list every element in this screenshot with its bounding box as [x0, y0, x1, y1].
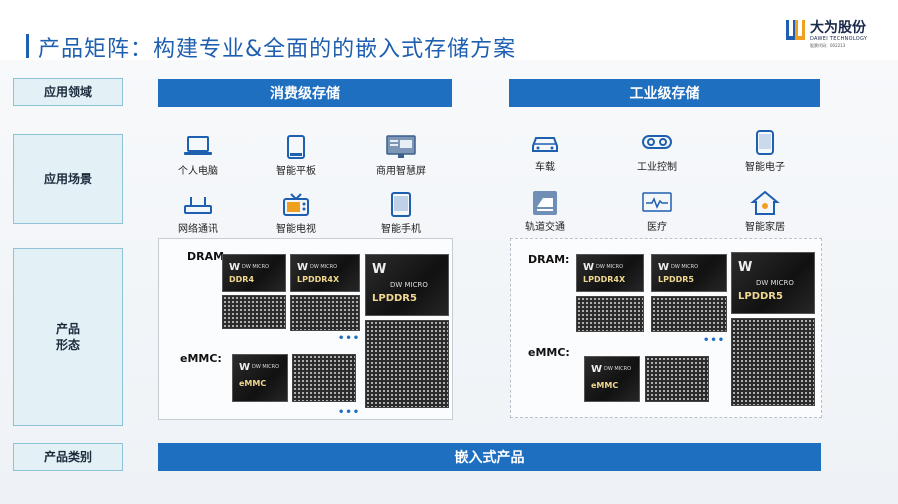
chip-logo: W: [297, 262, 309, 273]
industrial-control-icon: [642, 135, 672, 149]
chip-name: DDR4: [229, 275, 255, 284]
scene-label: 智能电视: [276, 224, 316, 235]
chip-lpddr5-bga-bottom: [365, 320, 449, 408]
chip-logo: W: [239, 362, 251, 373]
scene-personal-pc: 个人电脑: [153, 134, 243, 180]
scene-label: 网络通讯: [178, 224, 218, 235]
chip-brand: DW MICRO: [242, 264, 270, 270]
scene-label: 个人电脑: [178, 166, 218, 177]
smart-device-icon: [756, 130, 774, 155]
chip-lpddr5-large: W DW MICRO LPDDR5: [731, 252, 815, 314]
medical-icon: [642, 192, 672, 212]
scene-medical: 医疗: [612, 190, 702, 236]
chip-lpddr5-large-bga-bottom: [731, 318, 815, 406]
chip-logo: W: [229, 262, 241, 273]
chip-brand: DW MICRO: [390, 281, 428, 289]
title-accent-bar: [26, 34, 29, 58]
more-dram-dots: •••: [338, 333, 361, 344]
chip-emmc: W DW MICRO eMMC: [584, 356, 640, 402]
consumer-emmc-label: eMMC:: [180, 352, 222, 365]
chip-name: LPDDR4X: [297, 275, 340, 284]
chip-lpddr4x: W DW MICRO LPDDR4X: [290, 254, 360, 292]
scene-network-comm: 网络通讯: [153, 192, 243, 238]
scene-label: 智能平板: [276, 166, 316, 177]
chip-brand: DW MICRO: [252, 364, 280, 370]
chip-lpddr5: W DW MICRO LPDDR5: [651, 254, 727, 292]
chip-emmc-bga-bottom: [292, 354, 356, 402]
industrial-dram-label: DRAM:: [528, 253, 570, 266]
tv-icon: [283, 193, 309, 216]
chip-logo: W: [591, 364, 603, 375]
scene-vehicle: 车载: [500, 130, 590, 176]
chip-name: LPDDR5: [658, 275, 694, 284]
train-icon: [533, 191, 557, 215]
dawei-logo-icon: [786, 20, 805, 40]
router-icon: [184, 197, 212, 214]
logo-code: 股票代码：002213: [810, 43, 846, 48]
scene-smart-tv: 智能电视: [251, 192, 341, 238]
chip-emmc-bga-bottom: [645, 356, 709, 402]
scene-label: 工业控制: [637, 162, 677, 173]
row-label-form-line2: 形态: [55, 338, 80, 352]
chip-brand: DW MICRO: [604, 366, 632, 372]
tablet-icon: [287, 135, 305, 159]
chip-brand: DW MICRO: [310, 264, 338, 270]
scene-smart-home: 智能家居: [720, 190, 810, 236]
row-label-form: 产品 形态: [13, 248, 123, 426]
scene-label: 轨道交通: [525, 222, 565, 233]
company-logo: 大为股份 DAWEI TECHNOLOGY 股票代码：002213: [784, 14, 884, 52]
scene-label: 智能家居: [745, 222, 785, 233]
scene-smart-electronics: 智能电子: [720, 130, 810, 176]
chip-ddr4-bga-bottom: [222, 295, 286, 329]
chip-lpddr4x: W DW MICRO LPDDR4X: [576, 254, 644, 292]
more-emmc-dots: •••: [338, 407, 361, 418]
chip-logo: W: [738, 260, 753, 275]
chip-ddr4: W DW MICRO DDR4: [222, 254, 286, 292]
chip-name: LPDDR4X: [583, 275, 626, 284]
page-title: 产品矩阵：构建专业&全面的的嵌入式存储方案: [38, 37, 517, 62]
scene-label: 智能手机: [381, 224, 421, 235]
logo-name: 大为股份: [810, 20, 866, 36]
logo-subtitle: DAWEI TECHNOLOGY: [810, 36, 868, 42]
smart-home-icon: [750, 190, 780, 215]
car-icon: [532, 137, 558, 152]
chip-logo: W: [583, 262, 595, 273]
chip-logo: W: [372, 262, 387, 277]
scene-label: 商用智慧屏: [376, 166, 426, 177]
chip-lpddr5: W DW MICRO LPDDR5: [365, 254, 449, 316]
chip-emmc: W DW MICRO eMMC: [232, 354, 288, 402]
scene-label: 车载: [535, 162, 555, 173]
industrial-emmc-label: eMMC:: [528, 346, 570, 359]
scene-label: 智能电子: [745, 162, 785, 173]
consumer-dram-label: DRAM:: [187, 250, 229, 263]
scene-label: 医疗: [647, 222, 667, 233]
chip-name: eMMC: [239, 379, 267, 388]
chip-lpddr4x-bga-bottom: [576, 296, 644, 332]
scene-industrial-control: 工业控制: [612, 130, 702, 176]
row-label-domain: 应用领域: [13, 78, 123, 106]
chip-logo: W: [658, 262, 670, 273]
laptop-icon: [184, 136, 212, 155]
row-label-category: 产品类别: [13, 443, 123, 471]
row-label-form-line1: 产品: [55, 322, 80, 336]
chip-brand: DW MICRO: [756, 279, 794, 287]
chip-brand: DW MICRO: [671, 264, 699, 270]
chip-name: LPDDR5: [738, 291, 783, 302]
chip-brand: DW MICRO: [596, 264, 624, 270]
more-dram-dots: •••: [703, 335, 726, 346]
scene-rail-transit: 轨道交通: [500, 190, 590, 236]
phone-icon: [391, 192, 411, 217]
row-label-scene: 应用场景: [13, 134, 123, 224]
chip-name: eMMC: [591, 381, 619, 390]
scene-smart-phone: 智能手机: [356, 192, 446, 238]
scene-smart-tablet: 智能平板: [251, 134, 341, 180]
industrial-storage-banner: 工业级存储: [509, 79, 820, 107]
chip-lpddr5-bga-bottom: [651, 296, 727, 332]
chip-lpddr4x-bga-bottom: [290, 295, 360, 331]
embedded-product-banner: 嵌入式产品: [158, 443, 821, 471]
smart-screen-icon: [386, 135, 416, 158]
chip-name: LPDDR5: [372, 293, 417, 304]
consumer-storage-banner: 消费级存储: [158, 79, 452, 107]
scene-commercial-screen: 商用智慧屏: [356, 134, 446, 180]
